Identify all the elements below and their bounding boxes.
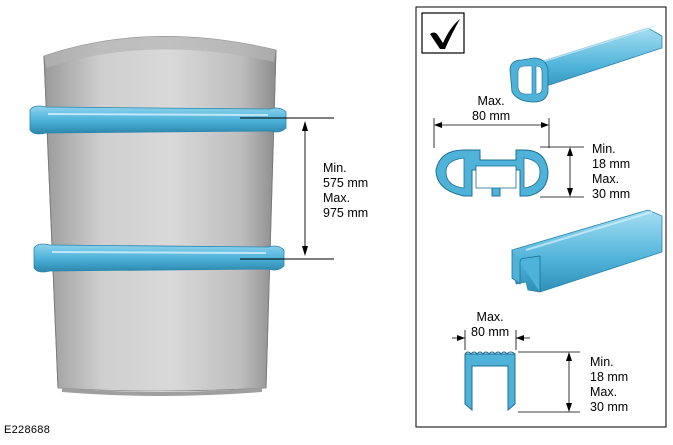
square-rail-3d: [511, 209, 663, 293]
figure-id: E228688: [4, 424, 51, 436]
round-rail-3d: [509, 25, 663, 103]
round-height-min-value: 18 mm: [592, 157, 631, 171]
spacing-min-text: Min.: [323, 161, 347, 175]
round-rail-height-label: Min. 18 mm Max. 30 mm: [592, 142, 630, 202]
vehicle-roof: [43, 35, 277, 396]
round-height-max-value: 30 mm: [592, 187, 631, 201]
round-width-max-value: 80 mm: [472, 109, 511, 123]
roof-bar-rear: [33, 243, 285, 273]
square-rail-height-label: Min. 18 mm Max. 30 mm: [590, 355, 628, 415]
spacing-min-value: 575 mm: [323, 176, 369, 190]
check-mark-icon: [421, 12, 465, 54]
square-width-max-value: 80 mm: [471, 325, 510, 339]
round-rail-height-dimension: [540, 146, 584, 198]
spacing-max-text: Max.: [323, 191, 351, 205]
bar-spacing-dimension: [240, 117, 334, 260]
round-height-max-text: Max.: [592, 172, 620, 186]
round-rail-width-dimension: [433, 118, 550, 148]
square-height-max-value: 30 mm: [590, 400, 629, 414]
square-height-max-text: Max.: [590, 385, 618, 399]
bar-spacing-label: Min. 575 mm Max. 975 mm: [323, 161, 368, 221]
spacing-max-value: 975 mm: [323, 206, 369, 220]
round-rail-width-label: Max. 80 mm: [472, 94, 510, 124]
square-rail-section: [464, 351, 516, 412]
round-width-max-text: Max.: [477, 94, 505, 108]
square-rail-height-dimension: [518, 351, 580, 413]
round-rail-section: [435, 149, 549, 197]
square-rail-width-label: Max. 80 mm: [471, 310, 509, 340]
square-width-max-text: Max.: [476, 310, 504, 324]
square-height-min-value: 18 mm: [590, 370, 629, 384]
round-height-min-text: Min.: [592, 142, 616, 156]
roof-bar-front: [29, 105, 287, 135]
square-rail-width-dimension: [452, 330, 530, 350]
square-height-min-text: Min.: [590, 355, 614, 369]
